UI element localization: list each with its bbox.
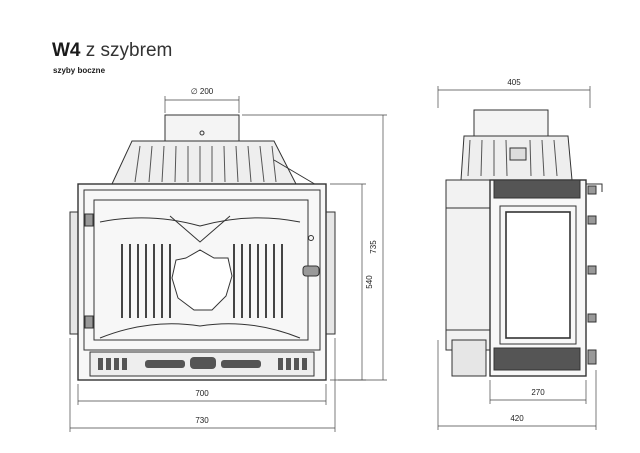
diagram-title: W4 z szybrem (52, 40, 172, 62)
dim-depth-405: 405 (507, 78, 521, 87)
side-flue-collar (473, 109, 549, 137)
door-upper-decor (99, 217, 301, 227)
lower-hinge (84, 315, 94, 329)
dim-flue-diameter: ∅ 200 (191, 87, 214, 96)
hood-ribs (134, 145, 277, 183)
dim-depth-270: 270 (531, 388, 545, 397)
model-name: W4 (52, 40, 81, 61)
dim-width-700: 700 (195, 389, 209, 398)
side-view (445, 109, 603, 377)
side-bottom-bar (493, 347, 581, 371)
dim-depth-420: 420 (510, 414, 524, 423)
firebox-center-opening (171, 249, 233, 311)
firebox-ribs (121, 244, 283, 318)
side-dimensions (437, 86, 597, 430)
door-handle (302, 265, 320, 277)
dim-height-735: 735 (369, 240, 378, 254)
upper-hinge (84, 213, 94, 227)
side-base (451, 339, 487, 377)
dim-width-730: 730 (195, 416, 209, 425)
side-top-bar (493, 179, 581, 199)
side-glass (505, 211, 571, 339)
side-body-rear (445, 179, 491, 351)
front-dimensions (69, 96, 387, 432)
model-variant: z szybrem (85, 40, 173, 61)
door-frame (83, 189, 321, 351)
flue-collar (164, 114, 240, 142)
side-glass-frame (499, 205, 577, 345)
air-control-strip (89, 351, 315, 377)
door-lower-decor (99, 323, 301, 339)
diagram-subtitle: szyby boczne (53, 66, 106, 75)
air-vents (98, 357, 307, 370)
dim-height-540: 540 (365, 275, 374, 289)
front-view (69, 114, 336, 381)
